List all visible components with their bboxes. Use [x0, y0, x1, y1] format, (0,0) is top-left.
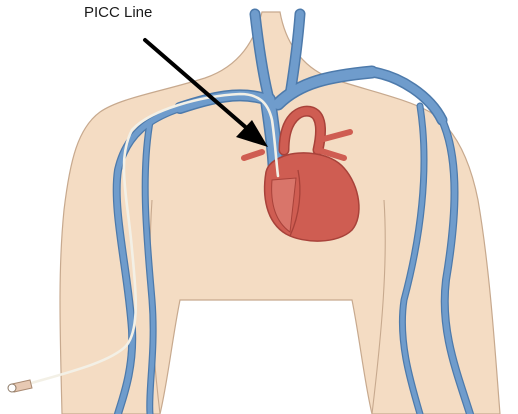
- catheter-connector: [8, 384, 16, 392]
- picc-line-label: PICC Line: [84, 4, 152, 21]
